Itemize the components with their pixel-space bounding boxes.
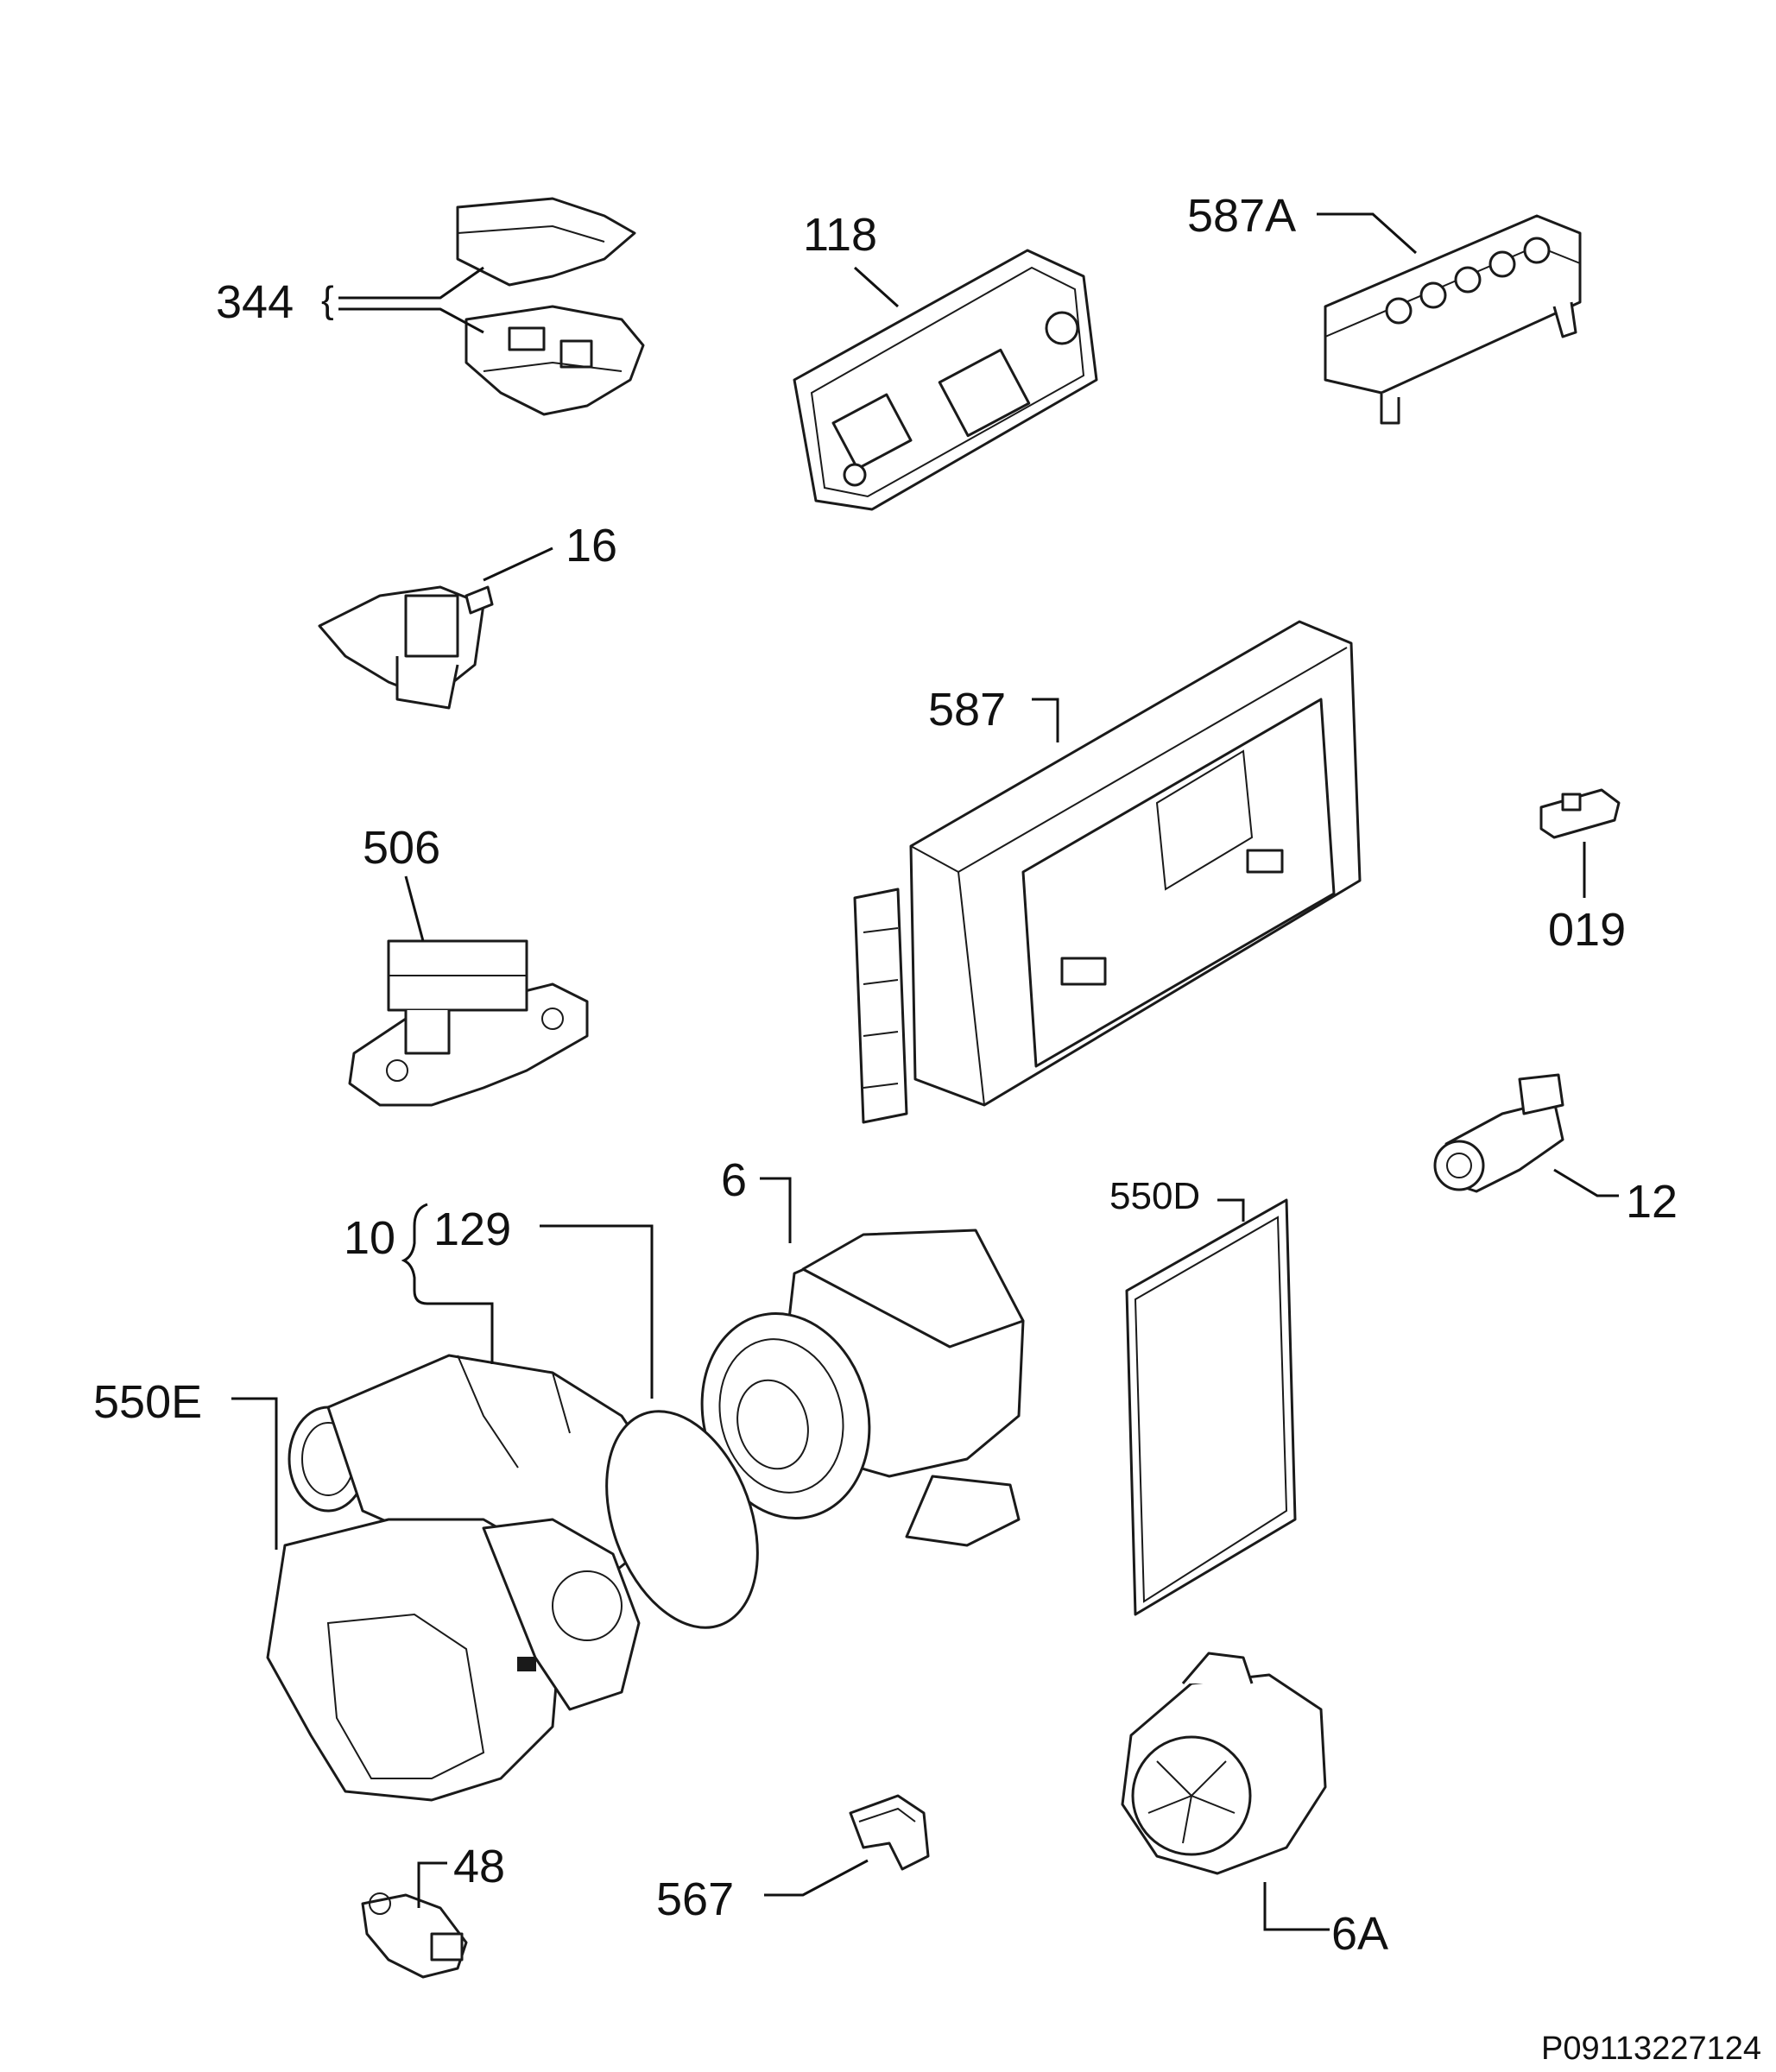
part-118-illustration [793, 249, 1098, 511]
leader-12 [1553, 1168, 1619, 1197]
leader-567 [764, 1859, 869, 1897]
label-550E: 550E [93, 1376, 202, 1428]
label-16: 16 [566, 520, 617, 572]
part-6A-illustration [1121, 1652, 1327, 1875]
leader-129 [540, 1224, 654, 1399]
document-id: P09113227124 [1541, 2031, 1761, 2067]
leader-16 [483, 546, 553, 582]
label-567: 567 [656, 1873, 734, 1925]
label-550D: 550D [1109, 1175, 1200, 1217]
part-16-illustration [318, 585, 494, 710]
leader-587 [1032, 698, 1059, 742]
leader-550E [231, 1397, 278, 1550]
part-12-illustration [1433, 1073, 1564, 1193]
leader-6 [760, 1177, 792, 1243]
label-118: 118 [803, 209, 877, 261]
leader-550D [1217, 1198, 1245, 1222]
part-587A-illustration [1324, 214, 1582, 425]
brace-344: { [321, 279, 334, 321]
label-6: 6 [721, 1154, 747, 1206]
leader-129-lower [427, 1302, 494, 1364]
leader-6A [1263, 1882, 1330, 1931]
label-019: 019 [1548, 904, 1626, 956]
part-506-illustration [348, 939, 589, 1107]
part-550E-illustration [266, 1354, 759, 1802]
label-587A: 587A [1187, 190, 1296, 242]
leader-506 [404, 875, 425, 942]
part-344-illustration [456, 197, 645, 416]
leader-10-brace [401, 1203, 428, 1305]
part-567-illustration [849, 1794, 930, 1871]
label-12: 12 [1626, 1176, 1678, 1228]
part-6-illustration [700, 1229, 1025, 1547]
leader-587A [1317, 212, 1418, 255]
label-344: 344 [216, 276, 294, 328]
label-6A: 6A [1331, 1908, 1388, 1960]
leader-344 [338, 266, 484, 334]
label-587: 587 [928, 684, 1006, 736]
leader-48 [417, 1861, 447, 1908]
label-48: 48 [453, 1841, 505, 1892]
part-550D-illustration [1125, 1198, 1297, 1616]
part-48-illustration [361, 1892, 468, 1979]
label-129: 129 [433, 1203, 511, 1255]
part-019-illustration [1539, 788, 1621, 839]
part-587-illustration [853, 620, 1362, 1124]
label-506: 506 [363, 822, 440, 874]
label-10: 10 [344, 1212, 395, 1264]
leader-118 [853, 266, 900, 308]
